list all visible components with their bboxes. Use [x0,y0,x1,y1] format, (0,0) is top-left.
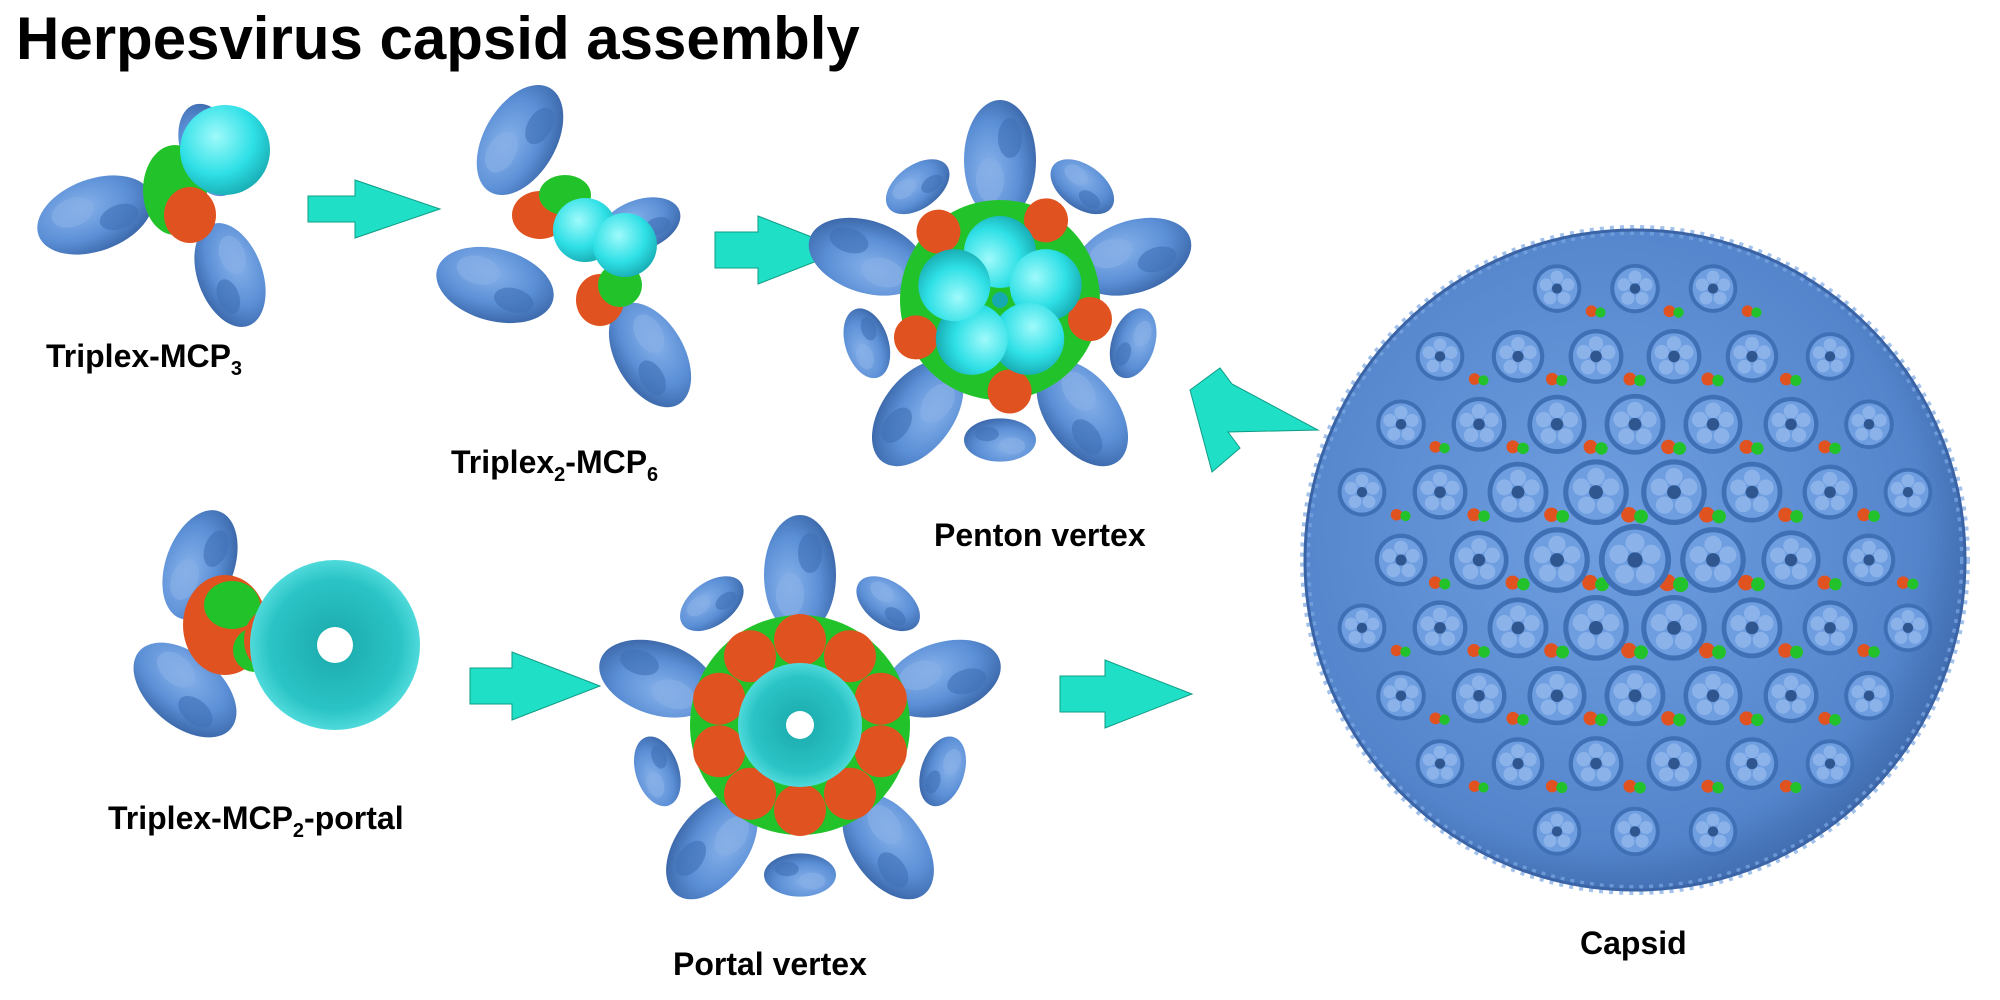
capsomer [1487,461,1549,523]
label-triplex-mcp2-portal: Triplex-MCP2-portal [108,800,404,842]
capsomer [1451,668,1507,724]
arrow-icon [714,215,847,285]
capsomer [1641,595,1707,661]
capsomer [1721,597,1783,659]
capsomer [1568,736,1624,792]
capsomer [1763,668,1819,724]
capsomer [1598,523,1672,597]
capsomer [1610,806,1660,857]
capsomer [1563,595,1629,661]
arrow-icon [307,179,442,239]
capsomer [1721,461,1783,523]
capsomer [1491,737,1545,790]
capsomer [1337,467,1387,517]
capsomer [1374,533,1428,587]
capsomer [1487,597,1549,659]
capsomer [1641,459,1707,525]
label-triplex-mcp3: Triplex-MCP3 [46,338,243,380]
capsomer [1491,330,1545,383]
capsomer [1646,328,1702,384]
capsomer [1883,467,1933,517]
capsomer [1688,807,1738,856]
capsomer [1646,736,1702,792]
capsomer [1725,330,1779,383]
capsomer [1527,666,1587,726]
capsomer [1805,332,1855,381]
capsomer [1532,807,1582,856]
page-title: Herpesvirus capsid assembly [16,5,860,72]
arrow-icon [1189,367,1320,473]
capsomer [1449,530,1509,590]
capsid-model [1300,225,1970,895]
capsomer [1683,666,1743,726]
capsomer [1725,737,1779,790]
label-portal-vertex: Portal vertex [673,946,867,982]
capsomer [1683,394,1743,454]
capsomer [1412,600,1468,656]
capsomer [1415,332,1465,381]
capsomer [1802,600,1858,656]
capsomer [1451,396,1507,452]
capsomer [1688,264,1738,313]
capsomer [1604,665,1666,727]
label-capsid: Capsid [1580,925,1687,961]
penton-vertex-model [798,100,1202,483]
capsomer [1761,530,1821,590]
capsomer [1842,533,1896,587]
arrow-icon [469,651,602,721]
capsomer [1337,603,1387,653]
triplex-red [164,187,216,243]
penton-cyan-domain [180,105,270,195]
triplex-mcp3-model [26,95,279,337]
triplex-mcp2-portal-model [115,499,420,757]
capsomer [1524,527,1590,593]
capsomer [1805,739,1855,788]
capsomer [1527,394,1587,454]
capsomer [1802,464,1858,520]
arrow-icon [1059,659,1194,729]
capsomer [1680,527,1746,593]
capsomer [1610,263,1660,314]
mcp-arm [26,160,164,270]
label-triplex2-mcp6: Triplex2-MCP6 [451,444,659,486]
portal-vertex-model [589,515,1011,917]
capsomer [1376,399,1426,450]
label-penton-vertex: Penton vertex [934,517,1146,553]
capsomer [1563,459,1629,525]
capsomer [1604,393,1666,455]
triplex2-mcp6-model [427,70,709,422]
capsomer [1844,399,1894,450]
capsomer [1883,603,1933,653]
capsomer [1844,670,1894,721]
capsomer [1412,464,1468,520]
capsomer [1532,264,1582,313]
capsomer [1763,396,1819,452]
capsomer [1376,670,1426,721]
capsomer [1415,739,1465,788]
capsomer [1568,328,1624,384]
